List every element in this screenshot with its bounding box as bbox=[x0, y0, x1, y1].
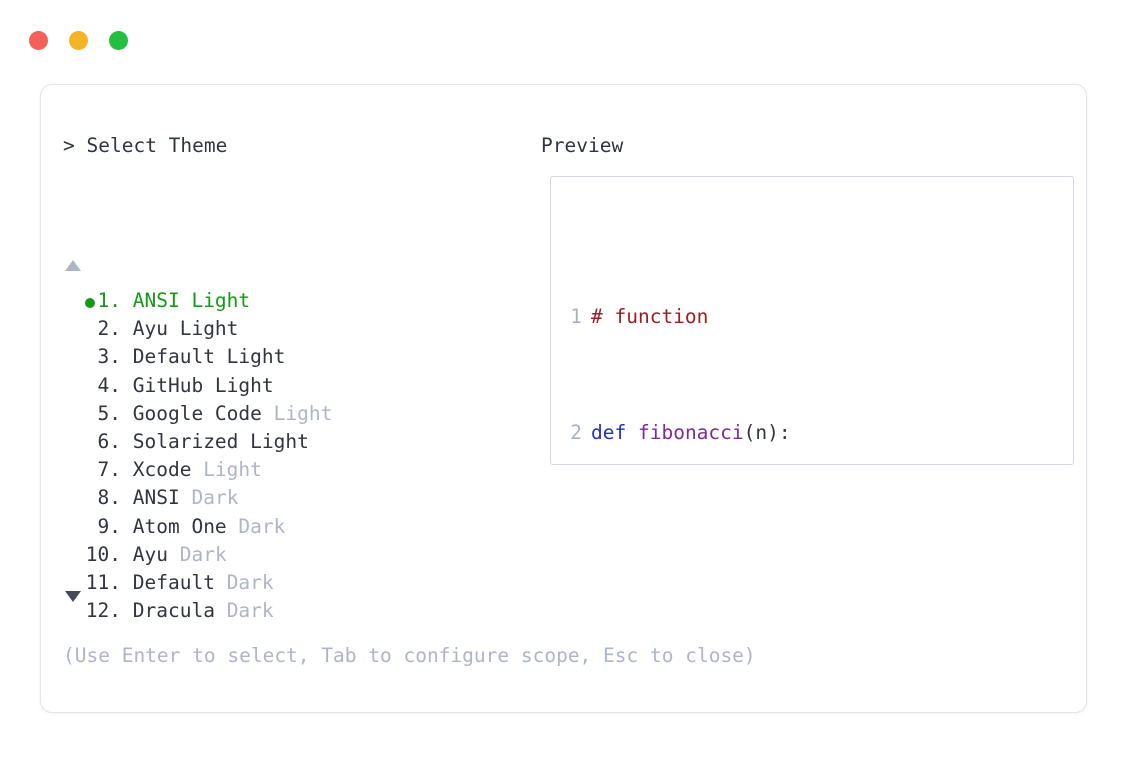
theme-name: Ayu bbox=[132, 542, 168, 566]
theme-index: 5. bbox=[97, 401, 121, 425]
theme-variant: Dark bbox=[238, 514, 286, 538]
theme-list-item[interactable]: 8. ANSI Dark bbox=[63, 484, 533, 512]
scroll-up-arrow-icon[interactable] bbox=[65, 260, 81, 271]
code-line: 1 # function bbox=[568, 302, 896, 331]
theme-list[interactable]: 1. ANSI Light 2. Ayu Light 3. Default Li… bbox=[63, 287, 533, 625]
theme-list-item[interactable]: 2. Ayu Light bbox=[63, 315, 533, 343]
theme-index: 1. bbox=[97, 289, 121, 312]
theme-list-item[interactable]: 12. Dracula Dark bbox=[63, 597, 533, 625]
theme-index: 8. bbox=[97, 486, 121, 510]
theme-variant: Dark bbox=[179, 542, 227, 566]
theme-list-item[interactable]: 7. Xcode Light bbox=[63, 456, 533, 484]
theme-index: 12. bbox=[85, 599, 121, 623]
theme-variant: Light bbox=[273, 401, 333, 425]
theme-index: 4. bbox=[97, 373, 121, 397]
theme-index: 6. bbox=[97, 429, 121, 453]
theme-name: Dracula bbox=[132, 599, 215, 623]
theme-list-item[interactable]: 9. Atom One Dark bbox=[63, 513, 533, 541]
preview-title: Preview bbox=[541, 134, 624, 157]
theme-list-item[interactable]: 4. GitHub Light bbox=[63, 372, 533, 400]
theme-name: Default Light bbox=[132, 345, 286, 369]
theme-name: Atom One bbox=[132, 514, 227, 538]
theme-picker-card: > Select Theme 1. ANSI Light 2. Ayu Ligh… bbox=[40, 84, 1087, 713]
theme-list-item[interactable]: 10. Ayu Dark bbox=[63, 541, 533, 569]
scroll-down-arrow-icon[interactable] bbox=[65, 591, 81, 602]
window-close-button[interactable] bbox=[29, 31, 48, 50]
theme-name: Google Code bbox=[132, 401, 262, 425]
theme-list-item[interactable]: 3. Default Light bbox=[63, 343, 533, 371]
theme-list-item[interactable]: 11. Default Dark bbox=[63, 569, 533, 597]
selected-bullet-icon bbox=[85, 298, 95, 308]
theme-variant: Light bbox=[203, 458, 262, 482]
code-comment: # function bbox=[591, 305, 709, 328]
theme-name: Xcode bbox=[132, 458, 192, 482]
line-number: 2 bbox=[570, 421, 582, 444]
theme-name: Solarized Light bbox=[132, 429, 309, 453]
theme-index: 3. bbox=[97, 345, 121, 369]
theme-name: GitHub Light bbox=[132, 373, 274, 397]
code-function: fibonacci bbox=[637, 421, 744, 444]
theme-variant: Dark bbox=[226, 570, 274, 594]
window-maximize-button[interactable] bbox=[109, 31, 128, 50]
theme-index: 9. bbox=[97, 514, 121, 538]
theme-variant: Dark bbox=[226, 599, 274, 623]
line-number: 1 bbox=[570, 305, 582, 328]
theme-index: 11. bbox=[85, 570, 121, 594]
prompt-title: > Select Theme bbox=[63, 135, 227, 157]
theme-index: 10. bbox=[85, 542, 121, 566]
theme-variant: Dark bbox=[191, 486, 239, 510]
theme-index: 2. bbox=[97, 317, 121, 341]
window-titlebar bbox=[0, 0, 1129, 70]
theme-list-item[interactable]: 5. Google Code Light bbox=[63, 400, 533, 428]
code-keyword: def bbox=[591, 421, 627, 444]
window-minimize-button[interactable] bbox=[69, 31, 88, 50]
prompt-marker: > bbox=[63, 134, 75, 157]
theme-name: ANSI bbox=[132, 486, 180, 510]
theme-name: ANSI Light bbox=[132, 289, 251, 312]
theme-index: 7. bbox=[97, 458, 121, 482]
keyboard-hint: (Use Enter to select, Tab to configure s… bbox=[63, 644, 756, 667]
prompt-title-text: Select Theme bbox=[86, 134, 228, 157]
theme-list-item[interactable]: 1. ANSI Light bbox=[63, 287, 533, 315]
theme-list-column: > Select Theme 1. ANSI Light 2. Ayu Ligh… bbox=[63, 85, 756, 712]
theme-name: Ayu Light bbox=[132, 317, 239, 341]
theme-list-item[interactable]: 6. Solarized Light bbox=[63, 428, 533, 456]
theme-name: Default bbox=[132, 570, 215, 594]
